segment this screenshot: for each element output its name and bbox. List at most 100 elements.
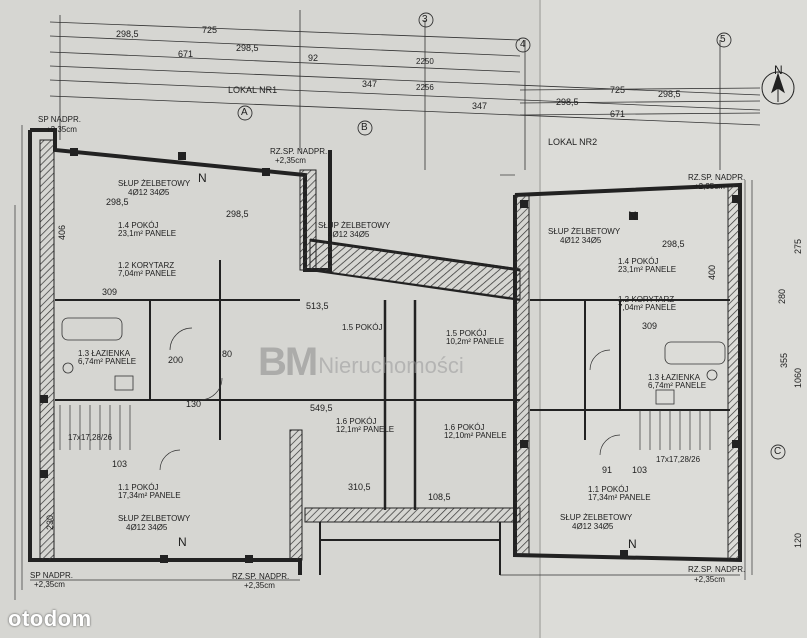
stair-right <box>639 410 711 450</box>
top-dimension-lines <box>49 10 761 170</box>
dim-mid-e: 549,5 <box>310 403 333 413</box>
room-finish: PANELE <box>619 493 651 502</box>
room-n-3: N <box>178 535 187 549</box>
room-name: ŁAZIENKA <box>661 373 701 382</box>
dim-mid-i: 130 <box>186 399 202 409</box>
room-finish: PANELE <box>645 303 677 312</box>
axis-b: B <box>361 122 368 133</box>
room-finish: PANELE <box>475 431 507 440</box>
room-n-4: N <box>628 537 637 551</box>
stair-left <box>59 405 131 450</box>
room-finish: PANELE <box>149 491 181 500</box>
room-area: 12,10m² <box>444 431 474 440</box>
axis-5: 5 <box>720 34 726 45</box>
column-spec-5: 4Ø12 34Ø5 <box>572 522 614 531</box>
otodom-logo: otodom <box>8 606 92 631</box>
room-number: 1.5 <box>446 329 458 338</box>
room-1-6-center: 1.6 POKÓJ 12,1m² PANELE <box>336 418 394 434</box>
room-area: 7,04m² <box>118 269 143 278</box>
room-area: 23,1m² <box>618 265 643 274</box>
column-spec-4: 4Ø12 34Ø5 <box>126 523 168 532</box>
dim-right-a: 298,5 <box>556 97 579 107</box>
room-1-5-center-top: 1.5 POKÓJ <box>342 324 382 332</box>
columns <box>40 148 740 563</box>
room-1-3-right: 1.3 ŁAZIENKA 6,74m² PANELE <box>648 374 706 390</box>
room-1-4-left: 1.4 POKÓJ 23,1m² PANELE <box>118 222 176 238</box>
room-name: POKÓJ <box>631 257 659 266</box>
room-finish: PANELE <box>473 337 505 346</box>
column-note-4: SŁUP ŻELBETOWY <box>118 514 191 523</box>
room-1-2-left: 1.2 KORYTARZ 7,04m² PANELE <box>118 262 176 278</box>
column-note-5: SŁUP ŻELBETOWY <box>560 513 633 522</box>
room-1-5-center: 1.5 POKÓJ 10,2m² PANELE <box>446 330 504 346</box>
column-spec-3: 4Ø12 34Ø5 <box>560 236 602 245</box>
room-1-3-left: 1.3 ŁAZIENKA 6,74m² PANELE <box>78 350 136 366</box>
dim-side-c: 280 <box>777 288 787 304</box>
dim-top-e: 671 <box>178 49 194 59</box>
room-n-2: N <box>628 209 637 223</box>
dim-mid-o: 80 <box>222 349 233 359</box>
room-name: ŁAZIENKA <box>91 349 131 358</box>
unit-label-1: LOKAL NR1 <box>228 85 278 95</box>
dim-side-f: 1060 <box>793 367 803 388</box>
room-name: POKÓJ <box>601 485 629 494</box>
sill-height-right: +2,35cm <box>694 182 725 191</box>
room-1-4-right: 1.4 POKÓJ 23,1m² PANELE <box>618 258 676 274</box>
dim-mid-k: 298,5 <box>662 239 685 249</box>
room-name: KORYTARZ <box>631 295 675 304</box>
dim-top-h: 2256 <box>416 83 434 92</box>
column-note-2: SŁUP ŻELBETOWY <box>318 221 391 230</box>
dim-mid-b: 298,5 <box>226 209 249 219</box>
sill-height-bottom-left: +2,35cm <box>34 580 65 589</box>
dim-top-g: 347 <box>362 79 378 89</box>
room-1-1-right: 1.1 POKÓJ 17,34m² PANELE <box>588 486 651 502</box>
room-area: 23,1m² <box>118 229 143 238</box>
unit-label-2: LOKAL NR2 <box>548 137 598 147</box>
room-area: 7,04m² <box>618 303 643 312</box>
dim-right-c: 298,5 <box>658 89 681 99</box>
bm-watermark: BM Nieruchomości <box>258 340 464 385</box>
column-spec-2: 4Ø12 34Ø5 <box>328 230 370 239</box>
watermark-brand-short: BM <box>258 340 318 384</box>
sill-height-bottom: +2,35cm <box>244 581 275 590</box>
walls-right-unit <box>513 182 742 563</box>
room-name: KORYTARZ <box>131 261 175 270</box>
north-label: N <box>774 63 783 77</box>
room-number: 1.4 <box>118 221 130 230</box>
dim-top-d: 92 <box>308 53 319 63</box>
room-name: POKÓJ <box>349 417 377 426</box>
bathroom-fixtures <box>61 317 726 405</box>
room-1-2-right: 1.2 KORYTARZ 7,04m² PANELE <box>618 296 676 312</box>
dim-mid-l: 103 <box>632 465 648 475</box>
dim-side-g: 275 <box>793 238 803 254</box>
sill-height-bottom-right: +2,35cm <box>694 575 725 584</box>
sill-note-bottom-right: RZ.SP. NADPR. <box>688 565 746 574</box>
sill-height-top: +2,35cm <box>275 156 306 165</box>
room-number: 1.3 <box>648 373 660 382</box>
room-name: POKÓJ <box>131 483 159 492</box>
room-name: POKÓJ <box>459 329 487 338</box>
dim-top-a: 298,5 <box>116 29 139 39</box>
walls-center <box>300 238 521 575</box>
dim-mid-g: 310,5 <box>348 482 371 492</box>
stair-note-right: 17x17,28/26 <box>656 455 701 464</box>
room-number: 1.2 <box>118 261 130 270</box>
room-number: 1.6 <box>444 423 456 432</box>
room-name: POKÓJ <box>355 323 383 332</box>
room-1-6-center-right: 1.6 POKÓJ 12,10m² PANELE <box>444 424 507 440</box>
axis-c: C <box>774 446 782 457</box>
sill-note-bottom: RZ.SP. NADPR. <box>232 572 290 581</box>
sill-note-top-left: SP NADPR. <box>38 115 81 124</box>
room-finish: PANELE <box>363 425 395 434</box>
dim-mid-h: 108,5 <box>428 492 451 502</box>
dim-mid-j: 309 <box>642 321 658 331</box>
dim-mid-a: 298,5 <box>106 197 129 207</box>
sill-note-bottom-left: SP NADPR. <box>30 571 73 580</box>
room-area: 6,74m² <box>78 357 103 366</box>
dim-mid-f: 103 <box>112 459 128 469</box>
axis-3: 3 <box>422 14 428 25</box>
column-spec-1: 4Ø12 34Ø5 <box>128 188 170 197</box>
dim-side-a: 406 <box>57 224 67 240</box>
dim-side-b: 400 <box>707 264 717 280</box>
